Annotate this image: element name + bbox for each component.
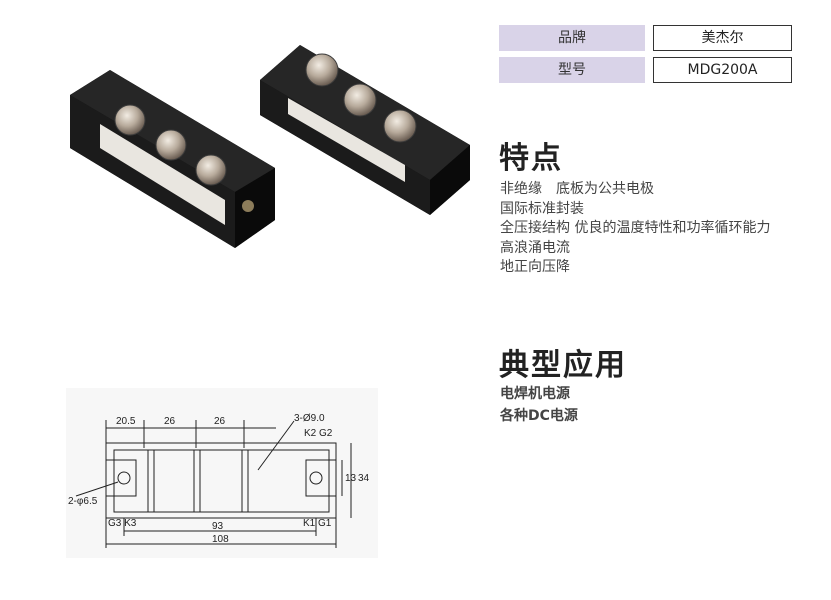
dim-93: 93 (212, 521, 224, 532)
dim-34: 34 (358, 473, 370, 484)
pin-k1g1: K1 G1 (303, 518, 332, 529)
pin-k2g2: K2 G2 (304, 428, 333, 439)
feature-item: 高浪涌电流 (500, 239, 570, 256)
features-heading: 特点 (499, 141, 563, 176)
spec-value-model: MDG200A (653, 57, 792, 83)
dim-hole: 3-Ø9.0 (294, 413, 325, 424)
dim-mount: 2-φ6.5 (68, 496, 98, 507)
dimension-drawing: 20.5 26 26 3-Ø9.0 K2 G2 2-φ6.5 13 34 G3 … (66, 388, 378, 558)
dim-26-a: 26 (164, 416, 176, 427)
spec-label-brand: 品牌 (499, 25, 645, 51)
feature-item: 全压接结构 优良的温度特性和功率循环能力 (500, 220, 771, 237)
module-left (70, 70, 275, 248)
application-item: 电焊机电源 (500, 386, 570, 402)
feature-list: 非绝缘 底板为公共电极 国际标准封装 全压接结构 优良的温度特性和功率循环能力 … (500, 180, 770, 278)
pin-g3k3: G3 K3 (108, 518, 137, 529)
spec-value-brand: 美杰尔 (653, 25, 792, 51)
dim-26-b: 26 (214, 416, 226, 427)
application-list: 电焊机电源 各种DC电源 (500, 383, 578, 427)
spec-row-brand: 品牌 美杰尔 (499, 25, 792, 51)
spec-table: 品牌 美杰尔 型号 MDG200A (499, 25, 792, 89)
module-right (260, 45, 470, 215)
product-photo (70, 45, 470, 248)
spec-label-model: 型号 (499, 57, 645, 83)
feature-item: 国际标准封装 (500, 200, 584, 217)
dim-108: 108 (212, 534, 229, 545)
applications-heading: 典型应用 (499, 348, 627, 383)
dim-13: 13 (345, 473, 357, 484)
application-item: 各种DC电源 (500, 408, 578, 424)
feature-item: 地正向压降 (500, 259, 570, 276)
spec-row-model: 型号 MDG200A (499, 57, 792, 83)
dim-20-5: 20.5 (116, 416, 136, 427)
feature-item: 非绝缘 底板为公共电极 (500, 181, 654, 197)
